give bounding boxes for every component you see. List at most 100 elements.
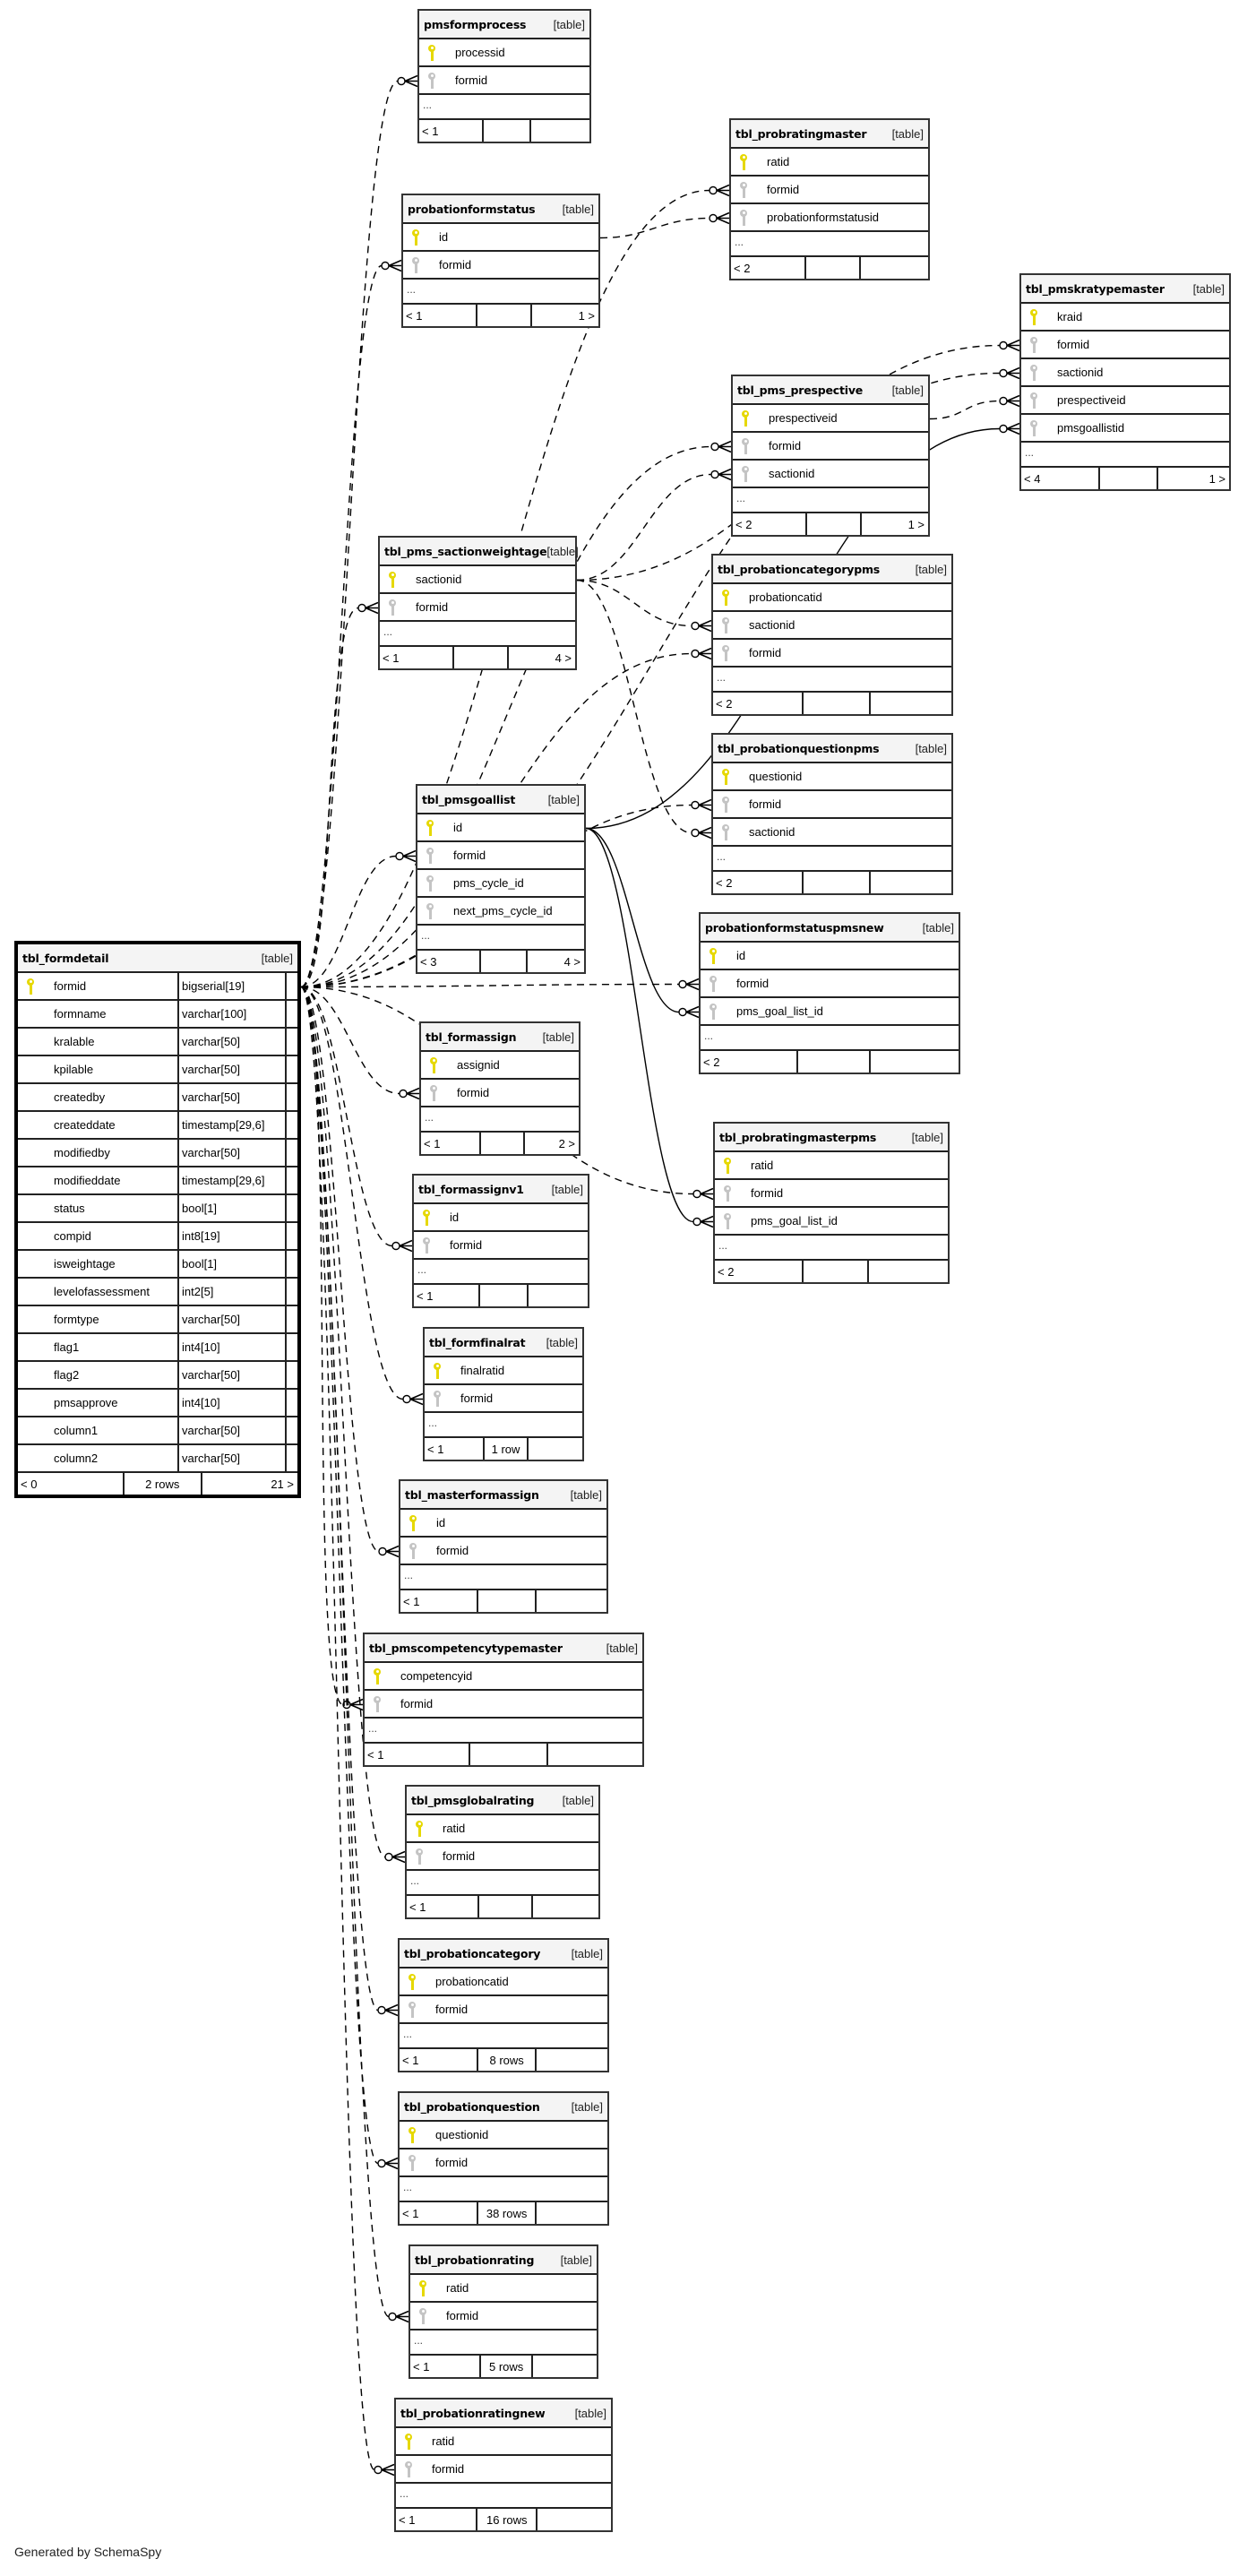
column-row[interactable]: formid	[403, 252, 598, 280]
column-row[interactable]: formid	[421, 1080, 579, 1107]
more-columns-ellipsis[interactable]: ...	[400, 1565, 606, 1590]
children-link[interactable]	[871, 872, 951, 893]
column-name[interactable]: kraid	[1057, 310, 1083, 323]
column-row[interactable]: processid	[419, 39, 589, 67]
column-row[interactable]: formid	[419, 67, 589, 95]
column-name[interactable]: formid	[446, 2309, 479, 2322]
table-tbl-probationquestionpms[interactable]: tbl_probationquestionpms[table]questioni…	[711, 733, 953, 895]
column-row[interactable]: competencyid	[365, 1663, 642, 1691]
children-link[interactable]: 4 >	[563, 954, 580, 969]
column-row[interactable]: formid	[414, 1232, 588, 1260]
table-name[interactable]: tbl_formdetail	[22, 951, 109, 965]
children-link[interactable]: 1 >	[907, 517, 924, 531]
column-name[interactable]: id	[453, 821, 463, 834]
table-name[interactable]: tbl_pmsglobalrating	[411, 1793, 535, 1807]
table-tbl-probationcategorypms[interactable]: tbl_probationcategorypms[table]probation…	[711, 554, 953, 716]
table-name[interactable]: tbl_pms_sactionweightage	[384, 544, 547, 558]
parents-link[interactable]: < 1	[400, 1590, 479, 1612]
parents-link[interactable]: < 1	[403, 305, 477, 326]
column-name[interactable]: formid	[432, 2462, 465, 2476]
more-columns-ellipsis[interactable]: ...	[421, 1107, 579, 1133]
column-row[interactable]: formid	[715, 1180, 948, 1208]
more-columns-ellipsis[interactable]: ...	[396, 2484, 611, 2509]
table-header[interactable]: tbl_formassign[table]	[421, 1023, 579, 1052]
table-header[interactable]: tbl_probationcategorypms[table]	[713, 556, 951, 584]
more-columns-ellipsis[interactable]: ...	[410, 2330, 597, 2356]
column-row[interactable]: sactionid	[1021, 359, 1229, 387]
column-name[interactable]: id	[450, 1210, 460, 1224]
column-name[interactable]: formname	[54, 1007, 107, 1021]
table-name[interactable]: tbl_probationrating	[415, 2253, 535, 2267]
children-link[interactable]	[871, 693, 951, 714]
table-header[interactable]: tbl_probratingmasterpms[table]	[715, 1124, 948, 1152]
table-name[interactable]: tbl_probratingmasterpms	[719, 1130, 877, 1144]
children-link[interactable]: 1 >	[578, 308, 595, 323]
column-row[interactable]: formid	[701, 970, 959, 998]
parents-link[interactable]: < 2	[713, 872, 804, 893]
children-link[interactable]	[529, 1285, 588, 1306]
column-name[interactable]: column1	[54, 1424, 99, 1437]
more-columns-ellipsis[interactable]: ...	[1021, 443, 1229, 468]
table-header[interactable]: tbl_masterformassign[table]	[400, 1481, 606, 1510]
table-header[interactable]: tbl_probationrating[table]	[410, 2246, 597, 2275]
column-name[interactable]: formtype	[54, 1313, 99, 1326]
more-columns-ellipsis[interactable]: ...	[731, 232, 928, 257]
column-name[interactable]: prespectiveid	[769, 411, 838, 425]
children-link[interactable]	[533, 2356, 597, 2377]
more-columns-ellipsis[interactable]: ...	[713, 668, 951, 693]
children-link[interactable]: 21 >	[271, 1477, 294, 1491]
parents-link[interactable]: < 1	[380, 647, 454, 668]
column-row[interactable]: formid	[713, 640, 951, 668]
column-name[interactable]: pms_goal_list_id	[736, 1004, 823, 1018]
column-name[interactable]: pmsapprove	[54, 1396, 118, 1409]
children-link[interactable]	[533, 1896, 598, 1917]
column-row[interactable]: next_pms_cycle_id	[417, 898, 584, 926]
parents-link[interactable]: < 1	[419, 120, 485, 142]
column-name[interactable]: formid	[453, 849, 486, 862]
more-columns-ellipsis[interactable]: ...	[733, 488, 928, 513]
column-row[interactable]: id	[403, 224, 598, 252]
table-name[interactable]: tbl_formassignv1	[418, 1182, 524, 1196]
more-columns-ellipsis[interactable]: ...	[380, 622, 575, 647]
column-row[interactable]: formid	[1021, 332, 1229, 359]
column-name[interactable]: prespectiveid	[1057, 393, 1126, 407]
more-columns-ellipsis[interactable]: ...	[403, 280, 598, 305]
more-columns-ellipsis[interactable]: ...	[365, 1719, 642, 1744]
table-header[interactable]: tbl_probationcategory[table]	[400, 1940, 607, 1969]
more-columns-ellipsis[interactable]: ...	[419, 95, 589, 120]
column-name[interactable]: id	[439, 230, 449, 244]
parents-link[interactable]: < 3	[417, 951, 481, 972]
column-name[interactable]: createdby	[54, 1090, 106, 1104]
children-link[interactable]	[538, 2509, 611, 2530]
table-header[interactable]: tbl_formassignv1[table]	[414, 1176, 588, 1204]
table-tbl-probationcategory[interactable]: tbl_probationcategory[table]probationcat…	[398, 1938, 609, 2072]
children-link[interactable]: 2 >	[558, 1136, 575, 1150]
column-name[interactable]: id	[436, 1516, 446, 1529]
column-row[interactable]: questionid	[713, 763, 951, 791]
table-header[interactable]: tbl_pmsglobalrating[table]	[407, 1787, 598, 1815]
column-name[interactable]: pmsgoallistid	[1057, 421, 1125, 435]
more-columns-ellipsis[interactable]: ...	[713, 847, 951, 872]
column-row[interactable]: id	[414, 1204, 588, 1232]
more-columns-ellipsis[interactable]: ...	[400, 2177, 607, 2202]
column-name[interactable]: formid	[439, 258, 472, 271]
children-link[interactable]	[537, 1590, 606, 1612]
table-header[interactable]: tbl_probationquestion[table]	[400, 2093, 607, 2122]
table-name[interactable]: tbl_probationquestion	[404, 2099, 540, 2114]
table-name[interactable]: tbl_pmskratypemaster	[1026, 281, 1165, 296]
column-row[interactable]: ratid	[715, 1152, 948, 1180]
